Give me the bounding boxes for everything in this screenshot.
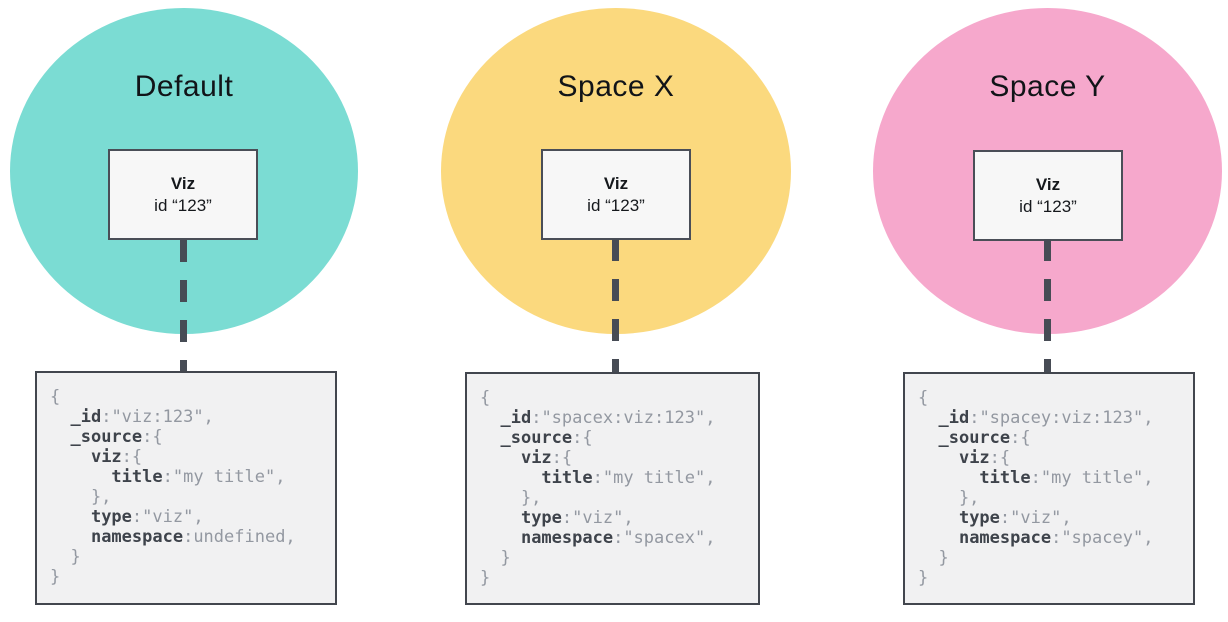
- viz-node-title: Viz: [603, 173, 629, 193]
- code-line: },: [50, 487, 112, 507]
- code-line: viz:{: [90, 447, 143, 467]
- viz-node-title: Viz: [1035, 174, 1061, 194]
- code-line: }: [480, 568, 491, 588]
- code-line: {: [480, 388, 491, 408]
- code-line: _source:{: [938, 428, 1031, 448]
- code-line: namespace:"spacex",: [520, 528, 716, 548]
- connector-dashed-line-spacex: [612, 239, 619, 372]
- code-line: _id:"viz:123",: [70, 407, 214, 427]
- code-line: namespace:"spacey",: [958, 528, 1154, 548]
- space-title-spacey: Space Y: [989, 70, 1106, 103]
- viz-node-title: Viz: [170, 173, 196, 193]
- connector-dashed-line-spacey: [1044, 239, 1051, 372]
- code-line: title:"my title",: [541, 468, 716, 488]
- viz-node-id: id “123”: [587, 195, 645, 215]
- code-line: type:"viz",: [958, 508, 1072, 528]
- code-line: type:"viz",: [90, 507, 204, 527]
- code-line: _source:{: [500, 428, 593, 448]
- viz-node-spacey: Viz id “123”: [973, 150, 1123, 241]
- code-line: },: [480, 488, 542, 508]
- code-line: title:"my title",: [979, 468, 1154, 488]
- code-line: }: [918, 548, 949, 568]
- space-title-spacex: Space X: [557, 70, 675, 103]
- code-line: {: [50, 387, 61, 407]
- viz-node-default: Viz id “123”: [108, 149, 258, 240]
- code-line: namespace:undefined,: [90, 527, 296, 547]
- code-line: _source:{: [70, 427, 163, 447]
- viz-node-id: id “123”: [1019, 196, 1077, 216]
- connector-dashed-line-default: [180, 240, 187, 371]
- code-line: {: [918, 388, 929, 408]
- code-line: _id:"spacex:viz:123",: [500, 408, 716, 428]
- code-line: title:"my title",: [111, 467, 286, 487]
- code-line: },: [918, 488, 980, 508]
- code-line: _id:"spacey:viz:123",: [938, 408, 1154, 428]
- code-line: }: [480, 548, 511, 568]
- code-line: }: [50, 547, 81, 567]
- code-line: }: [918, 568, 929, 588]
- code-line: }: [50, 567, 61, 587]
- code-line: type:"viz",: [520, 508, 634, 528]
- space-title-default: Default: [134, 70, 234, 103]
- viz-node-id: id “123”: [154, 195, 212, 215]
- saved-object-code-spacex: { _id:"spacex:viz:123", _source:{ viz:{ …: [465, 372, 760, 605]
- viz-node-spacex: Viz id “123”: [541, 149, 691, 240]
- saved-object-code-default: { _id:"viz:123", _source:{ viz:{ title:"…: [35, 371, 337, 605]
- code-line: viz:{: [520, 448, 573, 468]
- saved-object-code-spacey: { _id:"spacey:viz:123", _source:{ viz:{ …: [903, 372, 1195, 605]
- code-line: viz:{: [958, 448, 1011, 468]
